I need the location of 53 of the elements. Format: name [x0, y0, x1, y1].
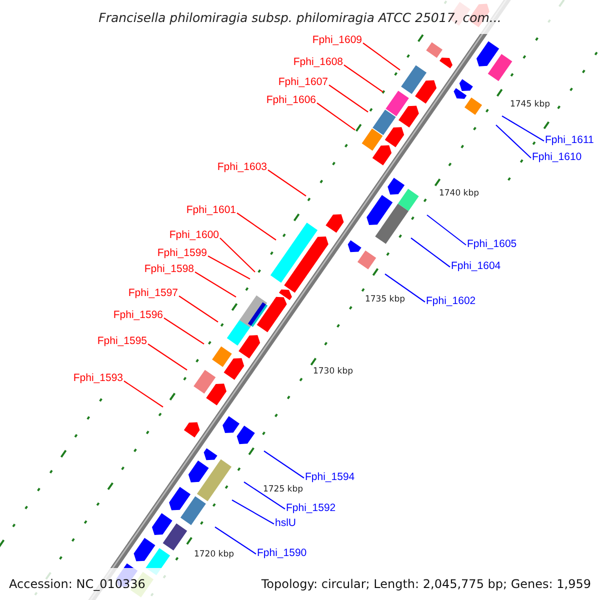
leader-line [148, 344, 188, 370]
leader-line [410, 238, 450, 268]
gene-label: Fphi_1608 [293, 55, 343, 69]
leader-line [502, 116, 544, 142]
gene-label: Fphi_1599 [157, 246, 207, 260]
leader-line [496, 124, 532, 158]
leader-line [236, 212, 276, 240]
scale-label: 1740 kbp [438, 188, 480, 200]
gene-label: Fphi_1602 [426, 294, 476, 308]
gene-label: hslU [275, 516, 296, 530]
gene-label: Fphi_1595 [97, 334, 147, 348]
leader-line [220, 238, 256, 272]
leader-line [178, 296, 218, 322]
gene-label: Fphi_1592 [286, 501, 336, 515]
scale-label: 1725 kbp [262, 484, 304, 496]
leader-line [328, 84, 368, 112]
leader-line [214, 526, 256, 554]
map-title: Francisella philomiragia subsp. philomiragia ATCC 25017, com... [98, 10, 502, 26]
leader-line [362, 42, 400, 70]
gene-label: Fphi_1600 [169, 228, 219, 242]
gene-label: Fphi_1606 [266, 93, 316, 107]
map-info: Accession: NC_010336 [9, 577, 146, 592]
gene-label: Fphi_1594 [305, 470, 355, 484]
leader-line [426, 214, 466, 246]
gene-label: Fphi_1603 [217, 160, 267, 174]
leader-line [384, 274, 426, 302]
gene-label: Fphi_1609 [312, 33, 362, 47]
leader-line [232, 500, 274, 524]
leader-line [208, 256, 250, 280]
gene-label: Fphi_1604 [451, 259, 501, 273]
leader-line [316, 102, 356, 130]
gene-label: Fphi_1597 [128, 286, 178, 300]
scale-label: 1730 kbp [312, 366, 354, 378]
leader-line [194, 272, 236, 298]
leader-line [268, 170, 306, 196]
gene-label: Fphi_1611 [545, 133, 594, 147]
scale-label: 1735 kbp [364, 294, 406, 306]
gene-label: Fphi_1607 [278, 75, 328, 89]
leader-line [164, 318, 204, 344]
scale-label: 1745 kbp [510, 100, 550, 110]
gene-label: Fphi_1593 [73, 371, 123, 385]
gene-label: Fphi_1610 [532, 150, 582, 164]
map-info: Topology: circular; Length: 2,045,775 bp; Genes: 1,959 [261, 577, 591, 592]
gene-label: Fphi_1601 [186, 203, 236, 217]
scale-label: 1720 kbp [194, 550, 234, 560]
leader-line [244, 482, 286, 510]
gene-label: Fphi_1598 [144, 262, 194, 276]
leader-line [264, 450, 304, 478]
leader-line [124, 380, 164, 408]
gene-label: Fphi_1590 [257, 546, 307, 560]
gene-label: Fphi_1596 [113, 308, 163, 322]
gene-label: Fphi_1605 [467, 237, 517, 251]
leader-line [344, 64, 384, 92]
